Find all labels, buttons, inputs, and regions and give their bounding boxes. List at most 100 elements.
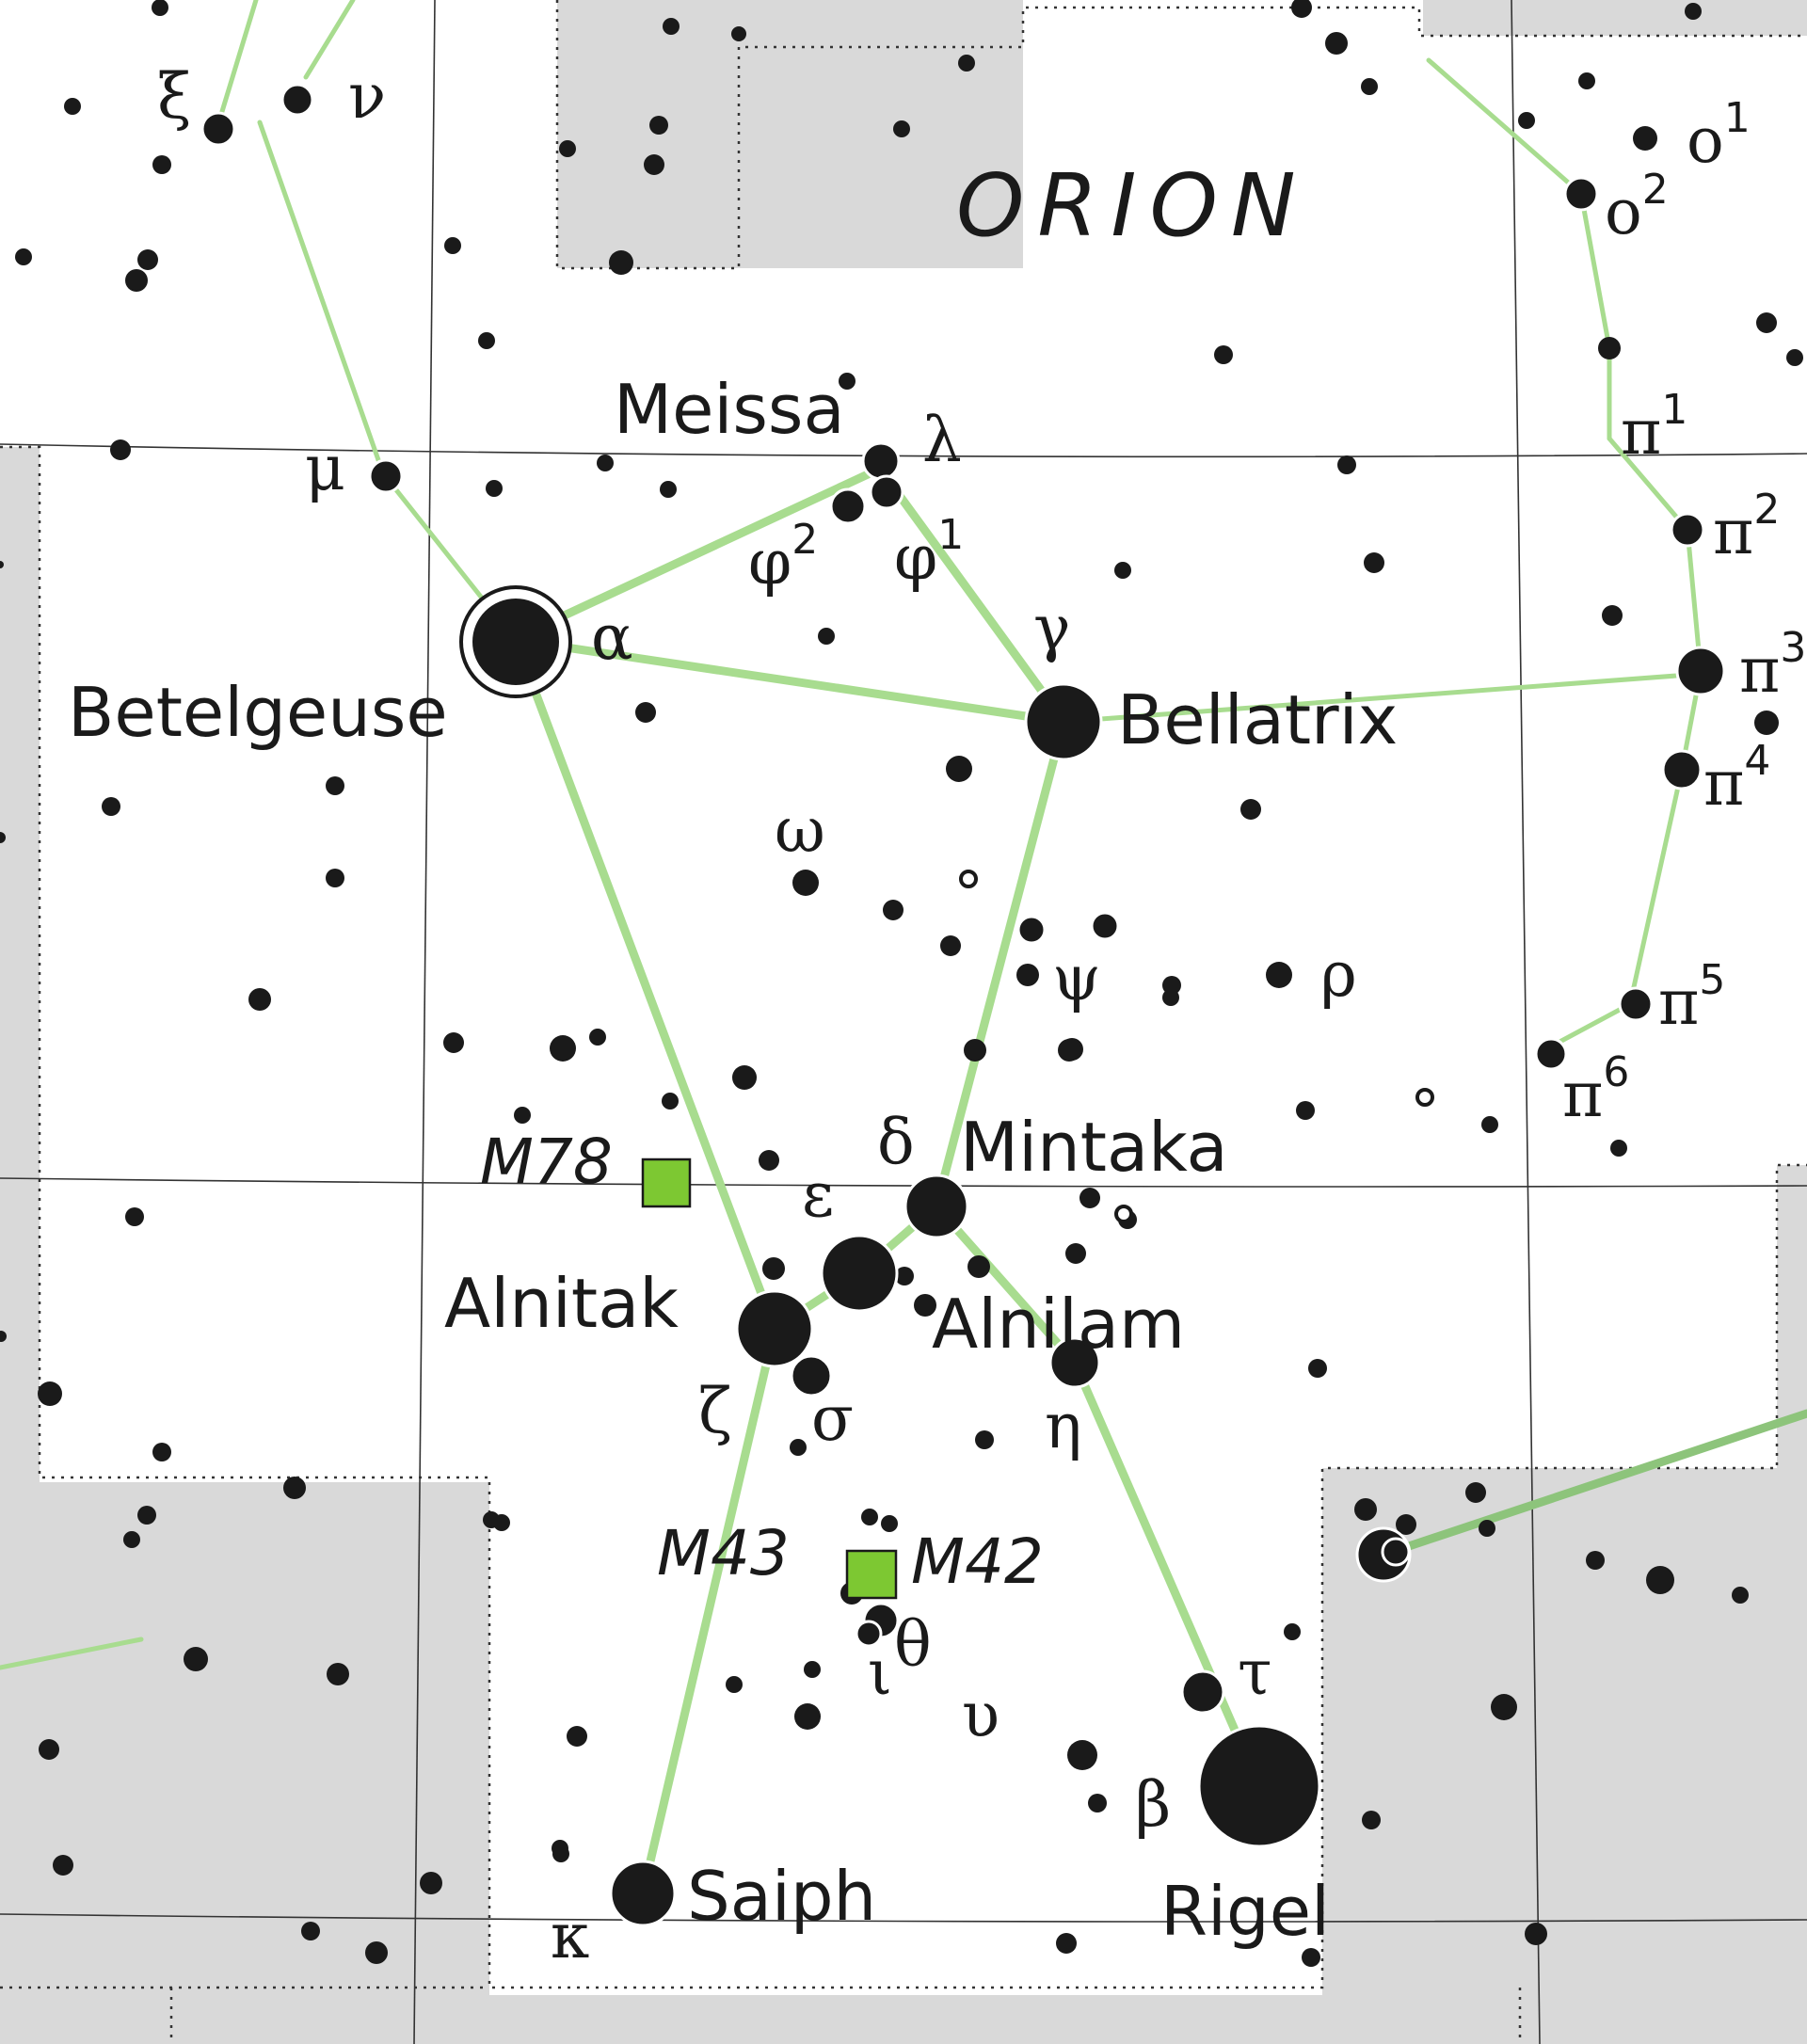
pi2-label: π2	[1713, 486, 1780, 568]
star	[326, 776, 344, 795]
star	[327, 1663, 349, 1685]
constellation-figure-lines	[0, 0, 1807, 1898]
meissa-greek-label: λ	[922, 404, 962, 476]
star	[1465, 1482, 1486, 1503]
star	[893, 120, 910, 137]
figure-line	[217, 0, 259, 120]
star	[609, 1860, 677, 1927]
star	[125, 269, 148, 292]
star	[1396, 1514, 1416, 1535]
variable-star	[959, 870, 978, 888]
star	[1675, 646, 1726, 696]
star	[597, 455, 614, 471]
star	[946, 756, 972, 782]
star	[1618, 986, 1654, 1022]
alnilam-greek-label: ε	[802, 1158, 834, 1231]
phi1-label: φ1	[894, 511, 964, 594]
star	[1065, 1243, 1086, 1264]
star	[1067, 1740, 1097, 1770]
m78-label: M78	[480, 1126, 613, 1198]
rigel-label: Rigel	[1160, 1872, 1330, 1951]
star	[731, 26, 746, 41]
star	[820, 1234, 899, 1313]
star	[895, 1267, 914, 1285]
star	[794, 1703, 821, 1730]
star	[726, 1676, 743, 1693]
figure-line	[511, 635, 779, 1333]
star	[514, 1107, 531, 1124]
star	[1016, 915, 1047, 945]
star	[1732, 1587, 1749, 1604]
star	[1114, 562, 1131, 579]
betelgeuse-greek-label: α	[591, 601, 633, 674]
mintaka-label: Mintaka	[960, 1108, 1228, 1187]
figure-line	[1578, 191, 1612, 351]
star	[790, 1354, 833, 1397]
figure-line	[1548, 1001, 1633, 1049]
star	[1361, 78, 1378, 95]
star	[1756, 312, 1777, 333]
figure-line	[1426, 57, 1584, 197]
star	[1670, 512, 1705, 548]
star	[1754, 711, 1779, 735]
star	[125, 1207, 144, 1226]
star	[15, 248, 32, 265]
star	[1525, 1923, 1547, 1945]
star	[881, 1515, 898, 1532]
star	[1354, 1498, 1377, 1521]
star	[839, 373, 856, 390]
figure-line	[932, 1202, 1079, 1367]
iota-label: ι	[868, 1637, 892, 1709]
star	[1633, 126, 1657, 151]
star	[0, 561, 4, 568]
mu-label: μ	[305, 432, 345, 504]
o1-label: o1	[1687, 94, 1751, 177]
star	[152, 0, 168, 16]
star	[1016, 964, 1039, 986]
m43-label: M43	[657, 1517, 790, 1589]
star	[861, 1509, 878, 1525]
star	[1364, 552, 1384, 573]
star	[184, 1647, 208, 1671]
star	[552, 1845, 569, 1862]
star	[735, 1289, 814, 1368]
star	[53, 1855, 73, 1876]
sigma-label: σ	[811, 1382, 854, 1455]
star	[589, 1029, 606, 1046]
star	[486, 480, 503, 497]
star	[644, 154, 664, 175]
star	[137, 1506, 156, 1525]
tau-label: τ	[1238, 1637, 1272, 1709]
star	[649, 116, 668, 135]
star	[818, 628, 835, 645]
star	[1180, 1669, 1225, 1715]
figure-line	[511, 635, 1068, 727]
star	[1337, 455, 1356, 474]
figure-line	[638, 1324, 779, 1898]
eta-label: η	[1045, 1390, 1082, 1462]
star	[790, 1439, 807, 1456]
star	[1586, 1551, 1605, 1570]
star	[478, 332, 495, 349]
star	[1491, 1694, 1517, 1720]
rho-label: ρ	[1320, 938, 1357, 1011]
star	[137, 249, 158, 270]
m42-marker	[845, 1549, 898, 1600]
star	[152, 1443, 171, 1461]
nu-label: ν	[348, 60, 386, 133]
star	[940, 935, 961, 956]
star	[280, 83, 314, 117]
star	[1048, 1336, 1101, 1389]
star	[635, 702, 656, 723]
constellation-title: ORION	[956, 155, 1309, 256]
figure-line	[932, 718, 1068, 1211]
upsilon-label: υ	[962, 1679, 999, 1751]
xi-label: ξ	[157, 60, 191, 133]
psi-label: ψ	[1052, 942, 1101, 1014]
variable-star	[1415, 1088, 1434, 1107]
star	[762, 1257, 785, 1280]
star	[200, 111, 236, 147]
star	[326, 869, 344, 887]
star	[804, 1661, 821, 1678]
